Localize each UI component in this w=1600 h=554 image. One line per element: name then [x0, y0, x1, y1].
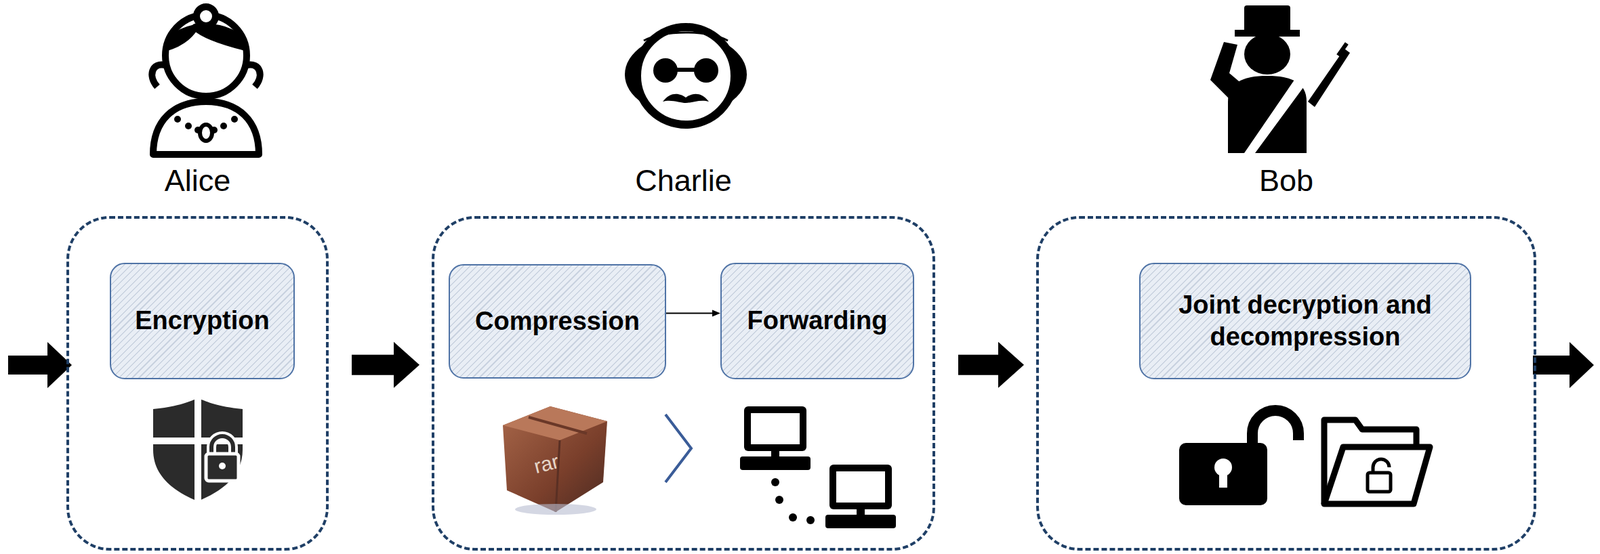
exit-arrow-part	[1532, 342, 1594, 389]
charlie-face-part	[693, 58, 719, 83]
entry-arrow-part	[8, 342, 72, 389]
network-computers-icon-part	[856, 509, 865, 516]
rar-archive-icon-part	[515, 504, 597, 516]
party-name: Charlie	[634, 163, 732, 199]
alice-figure-part	[246, 64, 261, 87]
alice-figure-part	[196, 6, 216, 26]
party-name: Bob	[1259, 163, 1314, 199]
bob-soldier	[1210, 5, 1350, 154]
alice-figure-part-part	[185, 122, 192, 130]
arrow-line	[666, 313, 713, 315]
alice-figure-part	[153, 101, 259, 155]
open-padlock-icon-part	[1179, 443, 1268, 506]
party-box: BobJoint decryption and decompression	[1036, 216, 1537, 551]
alice-figure	[151, 6, 260, 155]
charlie-face	[624, 27, 747, 125]
flow-arrow	[666, 310, 721, 318]
charlie-face-part	[637, 27, 735, 125]
block-arrow	[351, 342, 420, 389]
rar-archive-icon-part	[502, 406, 608, 441]
open-folder-icon-part	[1367, 473, 1391, 492]
arrow-head	[712, 310, 721, 318]
network-computers-icon-part	[825, 515, 896, 529]
network-computers-icon-part	[771, 478, 780, 487]
alice-figure-part-part	[231, 115, 238, 123]
shield-icon-part	[153, 398, 243, 502]
shield-icon-part	[194, 398, 202, 502]
shield-icon-part	[218, 462, 226, 470]
process-label: Forwarding	[740, 304, 895, 338]
rar-archive-icon-part	[502, 406, 608, 513]
bob-soldier-part	[1244, 33, 1291, 75]
flow-arrow	[351, 342, 420, 389]
chevron-part	[665, 414, 692, 483]
network-computers-icon-part	[806, 516, 815, 525]
open-padlock-icon-part	[1219, 468, 1228, 488]
rar-archive-icon-part	[528, 417, 587, 434]
process-label: Encryption	[128, 304, 276, 338]
party-name: Alice	[164, 163, 232, 199]
alice-figure-part-part	[220, 122, 228, 130]
process-box: Joint decryption and decompression	[1139, 262, 1472, 380]
rar-archive-icon	[502, 406, 608, 516]
alice-figure-part	[166, 27, 246, 48]
open-folder-icon-part	[1324, 447, 1430, 505]
process-box: Forwarding	[720, 262, 915, 380]
bob-soldier-part	[1210, 42, 1247, 102]
network-computers-icon-part	[836, 471, 886, 503]
bob-soldier-part	[1244, 5, 1291, 33]
shield-icon-part	[206, 454, 239, 482]
chevron	[665, 414, 692, 483]
charlie-face-part	[676, 67, 696, 72]
process-label: Joint decryption and decompression	[1140, 289, 1470, 354]
party-box: CharlieCompressionForwarding	[431, 216, 936, 551]
bob-soldier-part	[1307, 48, 1350, 108]
party-box: AliceEncryption	[66, 216, 329, 551]
block-arrow	[958, 342, 1024, 389]
rar-archive-icon-part	[555, 440, 560, 513]
flow-arrow	[958, 342, 1024, 389]
entry-arrow	[8, 342, 72, 389]
exit-arrow	[1532, 342, 1594, 389]
open-padlock-icon-part	[1252, 410, 1299, 448]
network-computers-icon	[740, 406, 896, 529]
process-label: Compression	[468, 305, 647, 339]
bob-soldier-part	[1244, 79, 1304, 154]
shield-icon	[153, 398, 243, 502]
alice-figure-part-part	[174, 115, 181, 123]
charlie-face-part	[643, 32, 728, 41]
process-box: Encryption	[109, 262, 295, 380]
open-folder-icon	[1324, 420, 1430, 505]
network-computers-icon-part	[771, 451, 780, 457]
network-computers-icon-part	[829, 464, 892, 510]
network-computers-icon-part	[740, 456, 811, 471]
network-computers-icon-part	[775, 496, 784, 505]
charlie-face-part	[662, 94, 709, 104]
network-computers-icon-part	[788, 513, 797, 522]
alice-figure-part	[151, 64, 166, 87]
charlie-face-part	[653, 58, 678, 83]
open-padlock-icon	[1179, 410, 1299, 506]
process-box: Compression	[448, 264, 667, 379]
network-computers-icon-part	[750, 413, 800, 445]
bob-soldier-part	[1336, 42, 1349, 57]
network-computers-icon-part	[744, 406, 807, 452]
alice-figure-part	[199, 124, 213, 141]
